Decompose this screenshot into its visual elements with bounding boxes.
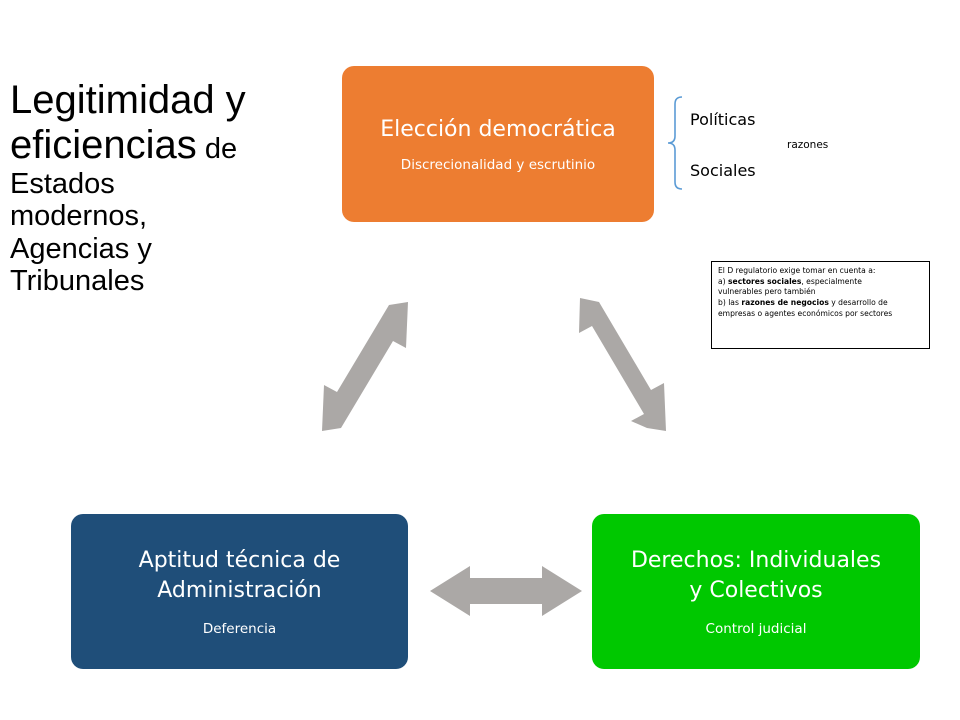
double-headed-arrow-icon-right bbox=[579, 298, 666, 431]
slide-title: Legitimidad y eficiencias de Estados mod… bbox=[10, 78, 310, 297]
title-line-4: modernos, bbox=[10, 200, 148, 233]
node-derechos-title-2: y Colectivos bbox=[689, 577, 823, 603]
title-line-6: Tribunales bbox=[10, 265, 145, 297]
node-aptitud-title-1: Aptitud técnica de bbox=[138, 548, 341, 574]
double-headed-arrow-icon-bottom bbox=[430, 566, 582, 616]
node-eleccion-title: Elección democrática bbox=[380, 117, 616, 143]
brace-label-sociales: Sociales bbox=[690, 161, 756, 180]
curly-bracket-icon bbox=[667, 96, 683, 190]
note-line-2: a) sectores sociales, especialmente bbox=[718, 276, 862, 286]
double-headed-arrow-icon-left bbox=[322, 302, 408, 431]
node-derechos-title-1: Derechos: Individuales bbox=[630, 548, 882, 574]
node-derechos: Derechos: Individuales y Colectivos Cont… bbox=[592, 514, 920, 669]
regulatory-note: El D regulatorio exige tomar en cuenta a… bbox=[711, 261, 930, 349]
title-line-2a: eficiencias bbox=[10, 122, 197, 167]
note-line-5: empresas o agentes económicos por sector… bbox=[718, 308, 893, 318]
title-line-2b: de bbox=[196, 132, 238, 165]
note-line-4: b) las razones de negocios y desarrollo … bbox=[718, 297, 888, 307]
note-line-1: El D regulatorio exige tomar en cuenta a… bbox=[718, 266, 876, 275]
node-aptitud-title-2: Administración bbox=[157, 577, 322, 603]
node-eleccion-subtitle: Discrecionalidad y escrutinio bbox=[400, 156, 596, 173]
brace-label-razones: razones bbox=[787, 139, 829, 151]
title-line-5: Agencias y bbox=[10, 232, 152, 265]
node-aptitud-tecnica: Aptitud técnica de Administración Defere… bbox=[71, 514, 408, 669]
node-derechos-subtitle: Control judicial bbox=[705, 620, 807, 637]
node-eleccion-democratica: Elección democrática Discrecionalidad y … bbox=[342, 66, 654, 222]
node-aptitud-subtitle: Deferencia bbox=[202, 620, 277, 637]
note-line-3: vulnerables pero también bbox=[718, 287, 816, 297]
brace-label-politicas: Políticas bbox=[690, 110, 756, 129]
title-line-1: Legitimidad y bbox=[10, 78, 246, 122]
title-line-3: Estados bbox=[10, 167, 115, 200]
